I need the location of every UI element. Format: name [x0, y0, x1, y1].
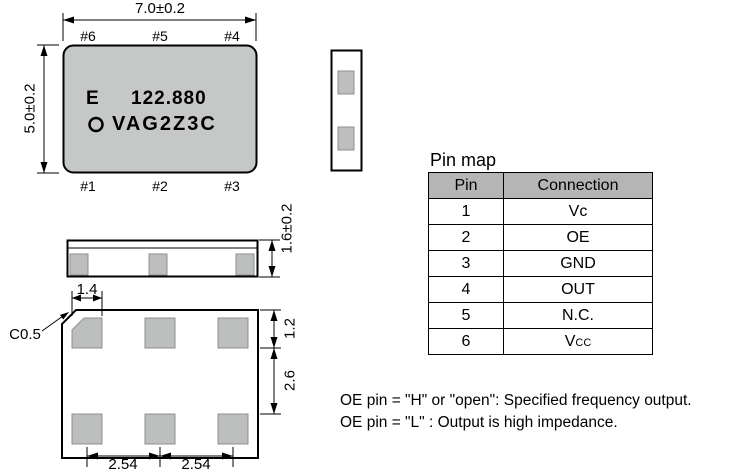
- pin-map-row-5: 5 N.C.: [428, 302, 653, 329]
- oe-note-line2: OE pin = "L" : Output is high impedance.: [340, 414, 618, 431]
- pin-map-row-6: 6 VCC: [428, 328, 653, 355]
- pad-1-chamfered: [71, 317, 103, 349]
- marking-model: VAG2Z3C: [112, 113, 217, 135]
- pin-map-row-2: 2 OE: [428, 224, 653, 251]
- pin-connection: OUT: [503, 276, 653, 303]
- pin-number: 3: [428, 250, 504, 277]
- side-view-right-outline: [330, 49, 363, 172]
- pin-map-table: Pin Connection 1 Vc 2 OE 3 GND 4 OUT 5 N…: [428, 172, 653, 355]
- marking-frequency: 122.880: [131, 88, 207, 109]
- marking-code-letter: E: [86, 88, 100, 109]
- pin-number: 5: [428, 302, 504, 329]
- pin-map-row-4: 4 OUT: [428, 276, 653, 303]
- pin-map-header-connection: Connection: [503, 172, 653, 199]
- pin-number: 1: [428, 198, 504, 225]
- dim-edge-to-pad-label: 1.2: [281, 318, 299, 339]
- pin-label-4: #4: [224, 28, 240, 44]
- pin-label-6: #6: [80, 28, 96, 44]
- pin-map-title: Pin map: [430, 150, 497, 170]
- chamfer-label: C0.5: [9, 326, 41, 343]
- pin-label-1: #1: [80, 178, 96, 194]
- dim-pitch-left-label: 2.54: [108, 456, 138, 473]
- pin-label-3: #3: [224, 178, 240, 194]
- pin-map-header-pin: Pin: [428, 172, 504, 199]
- pin-number: 4: [428, 276, 504, 303]
- bottom-view-outline: [61, 309, 259, 459]
- pin-number: 6: [428, 328, 504, 355]
- side-view-front-outline: [66, 239, 259, 278]
- dim-thickness-label: 1.6±0.2: [278, 203, 296, 254]
- pin-label-2: #2: [152, 178, 168, 194]
- dim-pad-width-label: 1.4: [76, 281, 98, 298]
- pin-label-5: #5: [152, 28, 168, 44]
- dim-width-label: 7.0±0.2: [135, 0, 185, 17]
- pin-connection: GND: [503, 250, 653, 277]
- pin-number: 2: [428, 224, 504, 251]
- pin-connection: OE: [503, 224, 653, 251]
- top-view-outline: [62, 44, 258, 174]
- pin1-indicator-circle: [88, 116, 104, 133]
- pin-map-row-1: 1 Vc: [428, 198, 653, 225]
- pin-connection: Vc: [503, 198, 653, 225]
- dim-height-label: 5.0±0.2: [21, 83, 39, 134]
- pin-map-header-row: Pin Connection: [428, 172, 653, 199]
- dim-pitch-right-label: 2.54: [181, 456, 211, 473]
- dim-row-gap-label: 2.6: [281, 370, 299, 391]
- dimension-lines: [37, 13, 281, 467]
- pin-connection: N.C.: [503, 302, 653, 329]
- pin-map-row-3: 3 GND: [428, 250, 653, 277]
- oe-note-line1: OE pin = "H" or "open": Specified freque…: [340, 392, 692, 409]
- pin-connection: VCC: [503, 328, 653, 355]
